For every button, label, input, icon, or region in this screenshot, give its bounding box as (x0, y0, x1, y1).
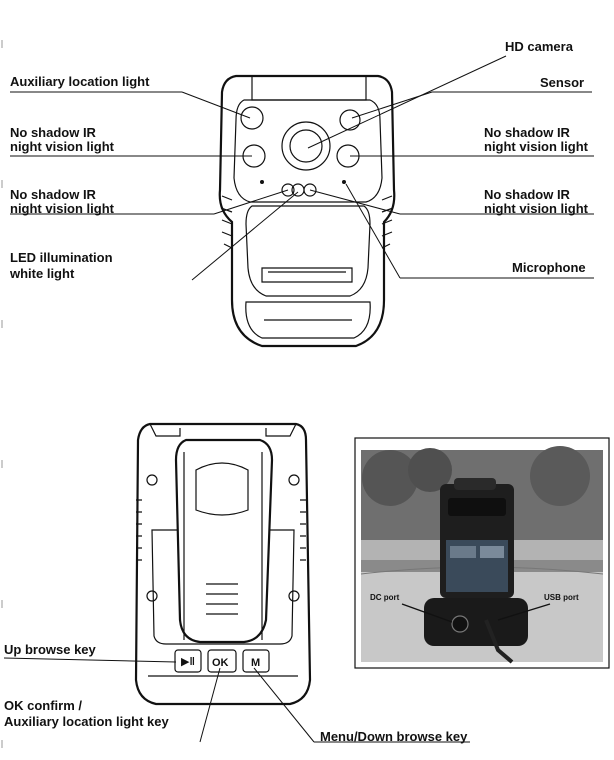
label-ir-left-lower-line2: night vision light (10, 201, 115, 216)
back-camera-body (134, 422, 312, 706)
label-ir-right-lower-line1: No shadow IR (484, 187, 571, 202)
belt-clip-icon (174, 438, 274, 644)
front-leader-lines (10, 55, 594, 281)
sensor-icon (339, 109, 361, 131)
label-hd-camera: HD camera (505, 39, 574, 54)
label-up-browse-key: Up browse key (4, 642, 97, 657)
up-browse-key[interactable]: ▶‖ (174, 649, 202, 673)
docking-photo: DC port USB port (354, 437, 610, 669)
front-camera-body (218, 74, 396, 348)
label-microphone: Microphone (512, 260, 586, 275)
hd-camera-lens-icon (281, 121, 331, 171)
label-dc-port: DC port (370, 593, 400, 602)
label-ir-left-line1: No shadow IR (10, 125, 97, 140)
label-ok-line2: Auxiliary location light key (4, 714, 169, 729)
led-light-3-icon (303, 183, 317, 197)
label-ok-line1: OK confirm / (4, 698, 82, 713)
led-light-1-icon (281, 183, 295, 197)
ok-key-label: OK (212, 657, 229, 669)
label-led-line1: LED illumination (10, 250, 113, 265)
label-ir-left-lower-line1: No shadow IR (10, 187, 97, 202)
aux-location-light-icon (240, 106, 264, 130)
label-ir-right-line1: No shadow IR (484, 125, 571, 140)
label-ir-right-line2: night vision light (484, 139, 589, 154)
play-pause-icon: ▶‖ (181, 656, 195, 668)
microphone-hole-icon (342, 180, 346, 184)
ok-key[interactable]: OK (207, 649, 237, 673)
label-aux-location-light: Auxiliary location light (10, 74, 150, 89)
menu-key[interactable]: M (242, 649, 270, 673)
label-ir-left-line2: night vision light (10, 139, 115, 154)
label-menu-down-key: Menu/Down browse key (320, 729, 468, 744)
back-leader-lines (3, 657, 470, 743)
label-usb-port: USB port (544, 593, 579, 602)
label-ir-right-lower-line2: night vision light (484, 201, 589, 216)
label-led-line2: white light (9, 266, 75, 281)
menu-key-label: M (251, 657, 260, 669)
label-sensor: Sensor (540, 75, 584, 90)
